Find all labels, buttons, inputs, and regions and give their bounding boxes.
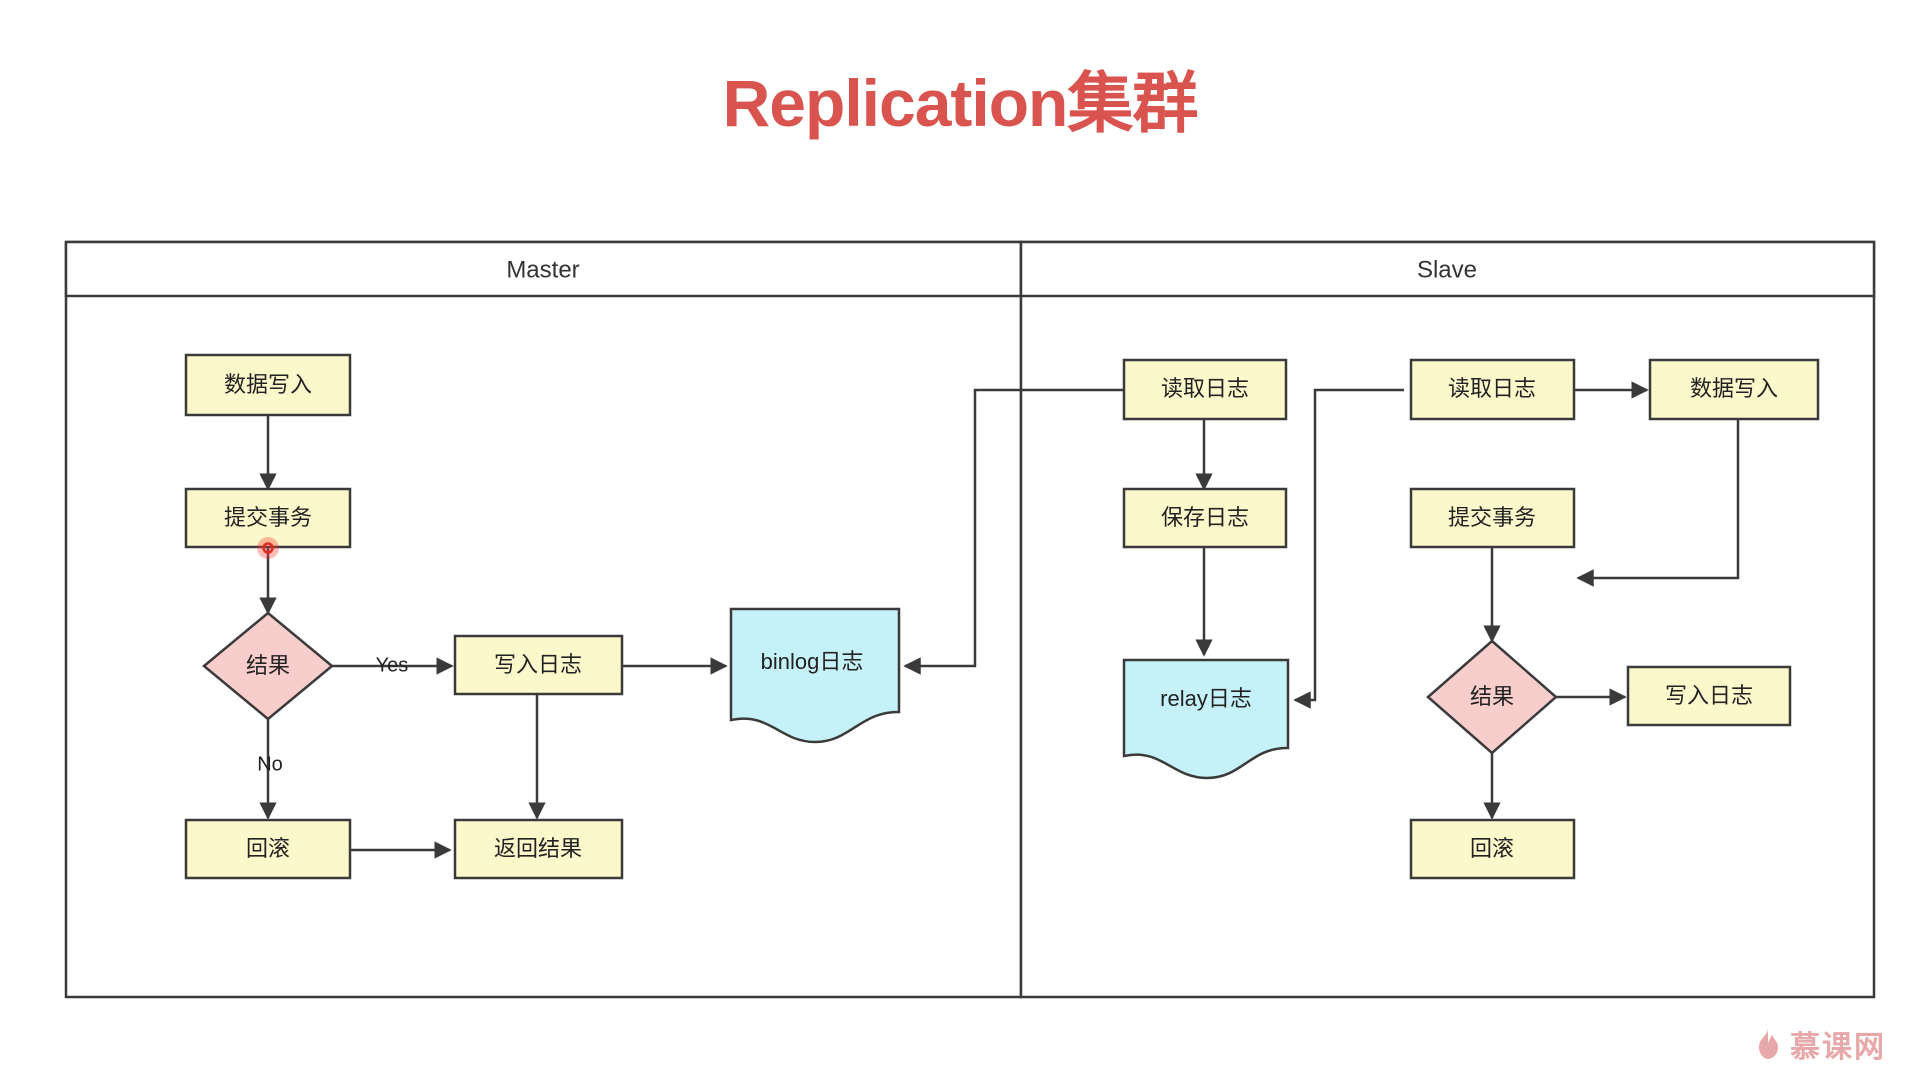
node-slave-relay-document[interactable]: relay日志 bbox=[1122, 658, 1290, 780]
node-slave-save-log[interactable]: 保存日志 bbox=[1122, 487, 1288, 549]
edge-label-no: No bbox=[257, 753, 283, 775]
flame-icon bbox=[1759, 1028, 1778, 1059]
node-label: relay日志 bbox=[1160, 686, 1252, 711]
watermark: 慕课网 bbox=[1752, 1022, 1886, 1066]
node-master-return-result[interactable]: 返回结果 bbox=[453, 818, 624, 880]
selection-marker-dot bbox=[257, 537, 279, 559]
node-slave-commit-transaction[interactable]: 提交事务 bbox=[1409, 487, 1576, 549]
node-label: 写入日志 bbox=[1665, 683, 1753, 708]
node-master-result-decision[interactable]: 结果 bbox=[202, 611, 334, 721]
edge-slave-readlogsql-relay bbox=[1293, 388, 1404, 709]
node-slave-data-write[interactable]: 数据写入 bbox=[1648, 358, 1820, 421]
lane-title-slave: Slave bbox=[1417, 256, 1477, 283]
node-slave-read-log-io[interactable]: 读取日志 bbox=[1122, 358, 1288, 421]
edge-label-yes: Yes bbox=[376, 654, 409, 676]
node-label: 返回结果 bbox=[494, 836, 582, 861]
node-slave-read-log-sql[interactable]: 读取日志 bbox=[1409, 358, 1576, 421]
edge-slave-readlog-to-binlog bbox=[903, 388, 1124, 675]
node-label: 读取日志 bbox=[1448, 376, 1536, 401]
node-label: 保存日志 bbox=[1161, 505, 1249, 530]
node-label: 读取日志 bbox=[1161, 376, 1249, 401]
node-label: 数据写入 bbox=[224, 372, 312, 397]
node-slave-result-decision[interactable]: 结果 bbox=[1426, 639, 1558, 755]
node-slave-rollback[interactable]: 回滚 bbox=[1409, 818, 1576, 880]
node-label: 写入日志 bbox=[494, 652, 582, 677]
slave-connectors bbox=[1195, 381, 1740, 820]
edge-slave-datawrite-commit bbox=[1576, 419, 1740, 587]
node-master-write-log[interactable]: 写入日志 bbox=[453, 634, 624, 696]
lane-slave: Slave bbox=[1019, 240, 1876, 999]
node-master-rollback[interactable]: 回滚 bbox=[184, 818, 352, 880]
node-master-binlog-document[interactable]: binlog日志 bbox=[729, 607, 901, 744]
node-label: 回滚 bbox=[246, 836, 290, 861]
node-master-commit-transaction[interactable]: 提交事务 bbox=[184, 487, 352, 549]
watermark-text: 慕课网 bbox=[1790, 1031, 1886, 1064]
master-connectors: Yes No bbox=[257, 388, 1124, 859]
page-title: Replication集群 bbox=[722, 66, 1199, 140]
node-label: 回滚 bbox=[1470, 836, 1514, 861]
node-label: 提交事务 bbox=[224, 505, 312, 530]
node-master-data-write[interactable]: 数据写入 bbox=[184, 353, 352, 417]
node-label: 结果 bbox=[246, 653, 290, 678]
node-label: binlog日志 bbox=[761, 649, 864, 674]
node-label: 数据写入 bbox=[1690, 376, 1778, 401]
node-label: 结果 bbox=[1470, 684, 1514, 709]
node-label: 提交事务 bbox=[1448, 505, 1536, 530]
lane-title-master: Master bbox=[506, 256, 579, 283]
node-slave-write-log[interactable]: 写入日志 bbox=[1626, 665, 1792, 727]
